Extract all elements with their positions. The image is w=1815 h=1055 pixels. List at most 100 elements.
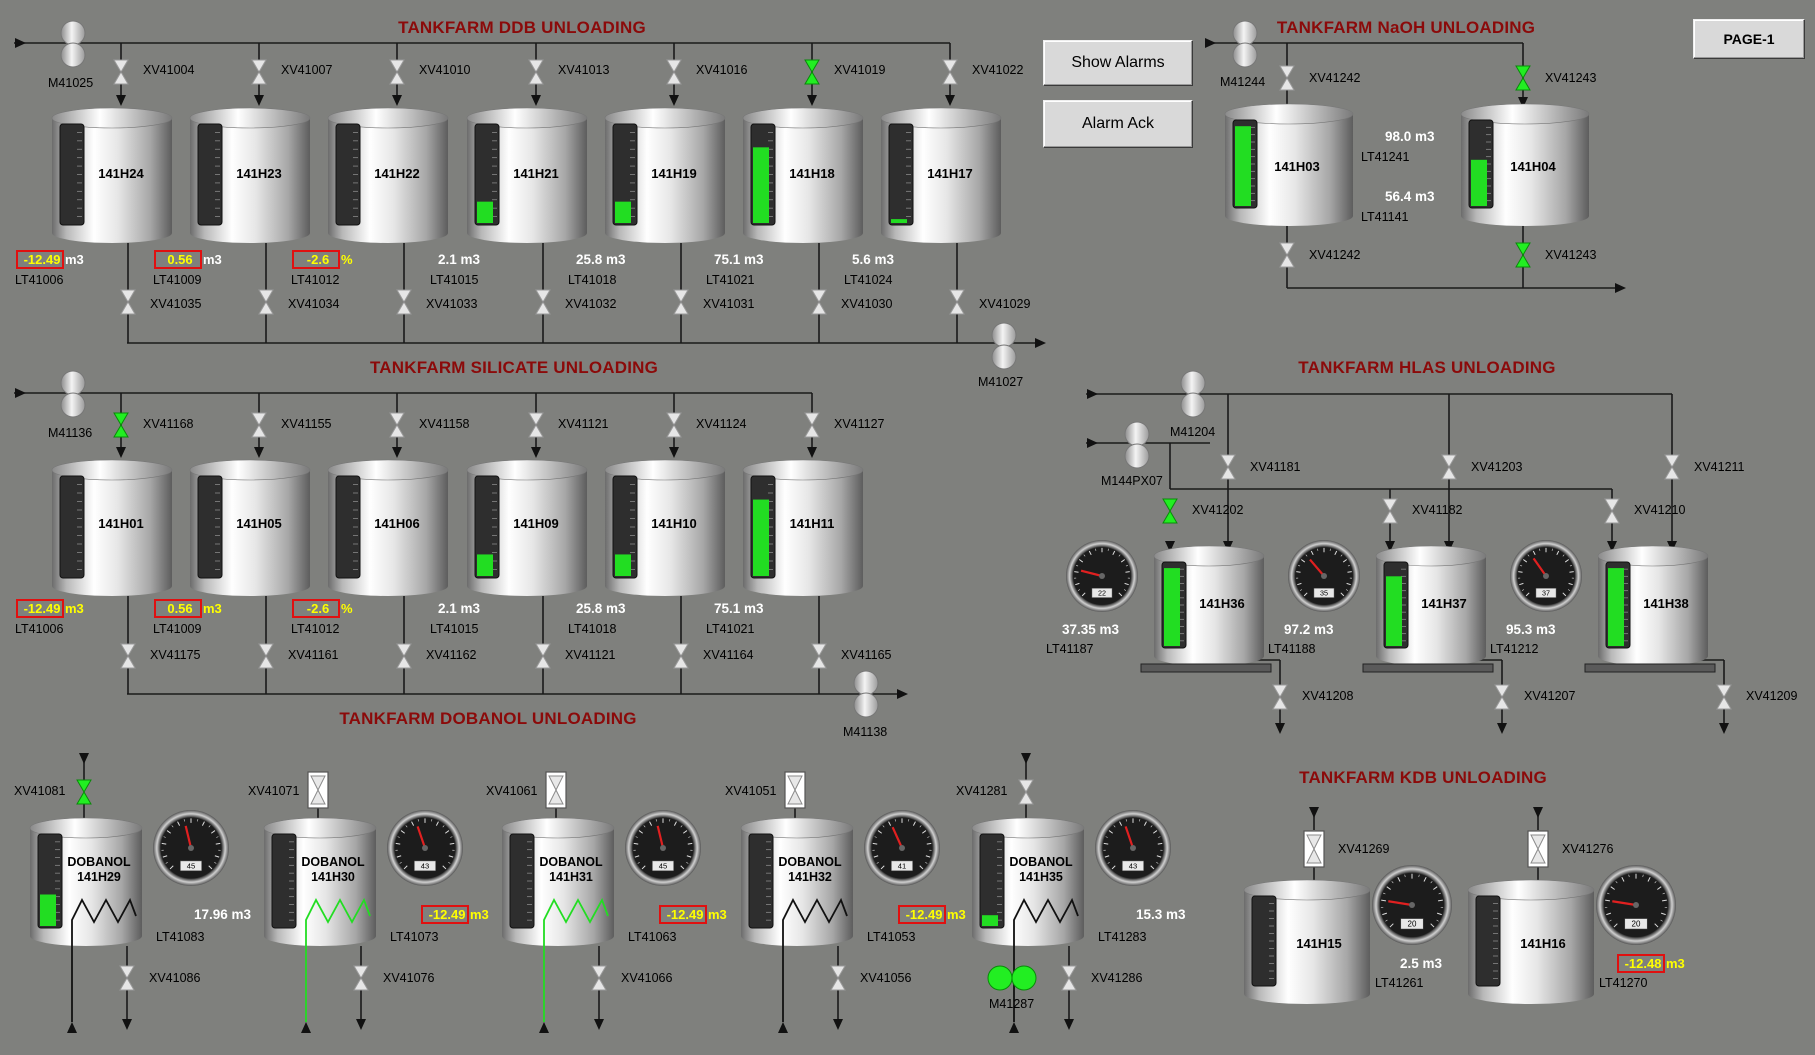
valve-XV41155[interactable]	[251, 412, 267, 438]
valve-XV41121[interactable]	[528, 412, 544, 438]
tank-141H21[interactable]	[466, 107, 588, 243]
pump-M41204[interactable]	[1180, 370, 1206, 418]
valve-tag: XV41203	[1471, 460, 1522, 474]
valve-XV41202[interactable]	[1162, 498, 1178, 524]
tank-141H35[interactable]	[971, 817, 1085, 946]
tank-141H17[interactable]	[880, 107, 1002, 243]
pump-M41136[interactable]	[60, 370, 86, 418]
valve-XV41051[interactable]	[784, 771, 806, 809]
gauge-tick	[166, 830, 172, 834]
tank-141H36[interactable]	[1153, 545, 1265, 666]
valve-XV41086[interactable]	[119, 965, 135, 991]
valve-XV41168[interactable]	[113, 412, 129, 438]
tank-141H04[interactable]	[1460, 103, 1590, 226]
pump-M41025[interactable]	[60, 20, 86, 68]
valve-XV41243[interactable]	[1515, 65, 1531, 91]
valve-XV41034[interactable]	[258, 289, 274, 315]
tank-141H06[interactable]	[327, 459, 449, 596]
level-value: -12.49	[24, 601, 61, 616]
valve-XV41242-out[interactable]	[1279, 242, 1295, 268]
tank-141H23[interactable]	[189, 107, 311, 243]
valve-XV41004[interactable]	[113, 59, 129, 85]
valve-XV41211[interactable]	[1664, 454, 1680, 480]
pump-M41027[interactable]	[991, 322, 1017, 370]
pump-M144PX07[interactable]	[1124, 421, 1150, 469]
tank-141H32[interactable]	[740, 817, 854, 946]
page-1-button[interactable]: PAGE-1	[1693, 19, 1805, 59]
valve-XV41013[interactable]	[528, 59, 544, 85]
valve-top-icon	[1515, 242, 1531, 256]
tank-141H31[interactable]	[501, 817, 615, 946]
valve-XV41242[interactable]	[1279, 65, 1295, 91]
valve-XV41033[interactable]	[396, 289, 412, 315]
valve-XV41164[interactable]	[673, 643, 689, 669]
tank-141H37[interactable]	[1375, 545, 1487, 666]
valve-XV41022[interactable]	[942, 59, 958, 85]
valve-XV41281[interactable]	[1018, 779, 1034, 805]
valve-XV41071[interactable]	[307, 771, 329, 809]
tank-name-label: 141H03	[1274, 159, 1320, 174]
pump-M41287[interactable]	[987, 965, 1037, 991]
valve-XV41286[interactable]	[1061, 965, 1077, 991]
pump-M41138[interactable]	[853, 670, 879, 718]
valve-XV41081[interactable]	[76, 779, 92, 805]
valve-XV41175[interactable]	[120, 643, 136, 669]
valve-XV41010[interactable]	[389, 59, 405, 85]
valve-XV41209[interactable]	[1716, 684, 1732, 710]
valve-XV41032[interactable]	[535, 289, 551, 315]
valve-XV41030[interactable]	[811, 289, 827, 315]
valve-XV41158[interactable]	[389, 412, 405, 438]
valve-XV41207[interactable]	[1494, 684, 1510, 710]
show-alarms-button[interactable]: Show Alarms	[1043, 40, 1193, 86]
tank-141H09[interactable]	[466, 459, 588, 596]
alarm-ack-button[interactable]: Alarm Ack	[1043, 100, 1193, 148]
tank-141H03[interactable]	[1224, 103, 1354, 226]
tank-141H18[interactable]	[742, 107, 864, 243]
valve-XV41124[interactable]	[666, 412, 682, 438]
tank-141H19[interactable]	[604, 107, 726, 243]
tank-141H30[interactable]	[263, 817, 377, 946]
alarm-value-box	[1617, 954, 1665, 973]
tank-141H11[interactable]	[742, 459, 864, 596]
valve-XV41162[interactable]	[396, 643, 412, 669]
valve-XV41181[interactable]	[1220, 454, 1236, 480]
tank-141H24[interactable]	[51, 107, 173, 243]
valve-XV41056[interactable]	[830, 965, 846, 991]
tank-141H22[interactable]	[327, 107, 449, 243]
gauge-tick	[1346, 582, 1351, 586]
valve-XV41269[interactable]	[1303, 830, 1325, 868]
valve-XV41019[interactable]	[804, 59, 820, 85]
level-fill	[40, 894, 56, 926]
valve-XV41031[interactable]	[673, 289, 689, 315]
valve-XV41210[interactable]	[1604, 498, 1620, 524]
tank-141H15[interactable]	[1243, 879, 1371, 1004]
valve-XV41182[interactable]	[1382, 498, 1398, 524]
tank-141H29[interactable]	[29, 817, 143, 946]
gauge-tick	[411, 821, 415, 826]
tank-top-cap	[1597, 545, 1709, 567]
valve-XV41276[interactable]	[1527, 830, 1549, 868]
tank-141H10[interactable]	[604, 459, 726, 596]
tank-top-cap	[501, 817, 615, 839]
valve-XV41127[interactable]	[804, 412, 820, 438]
tank-141H16[interactable]	[1467, 879, 1595, 1004]
tank-141H05[interactable]	[189, 459, 311, 596]
valve-XV41208[interactable]	[1272, 684, 1288, 710]
tank-141H01[interactable]	[51, 459, 173, 596]
gauge-tick	[1075, 564, 1079, 567]
valve-XV41029[interactable]	[949, 289, 965, 315]
valve-tag: XV41209	[1746, 689, 1797, 703]
valve-XV41203[interactable]	[1441, 454, 1457, 480]
pump-M41244[interactable]	[1232, 20, 1258, 68]
valve-XV41016[interactable]	[666, 59, 682, 85]
valve-XV41061[interactable]	[545, 771, 567, 809]
valve-XV41066[interactable]	[591, 965, 607, 991]
valve-XV41076[interactable]	[353, 965, 369, 991]
valve-XV41165[interactable]	[811, 643, 827, 669]
valve-XV41035[interactable]	[120, 289, 136, 315]
tank-141H38[interactable]	[1597, 545, 1709, 666]
valve-XV41161[interactable]	[258, 643, 274, 669]
valve-XV41121[interactable]	[535, 643, 551, 669]
valve-XV41243-out[interactable]	[1515, 242, 1531, 268]
valve-XV41007[interactable]	[251, 59, 267, 85]
